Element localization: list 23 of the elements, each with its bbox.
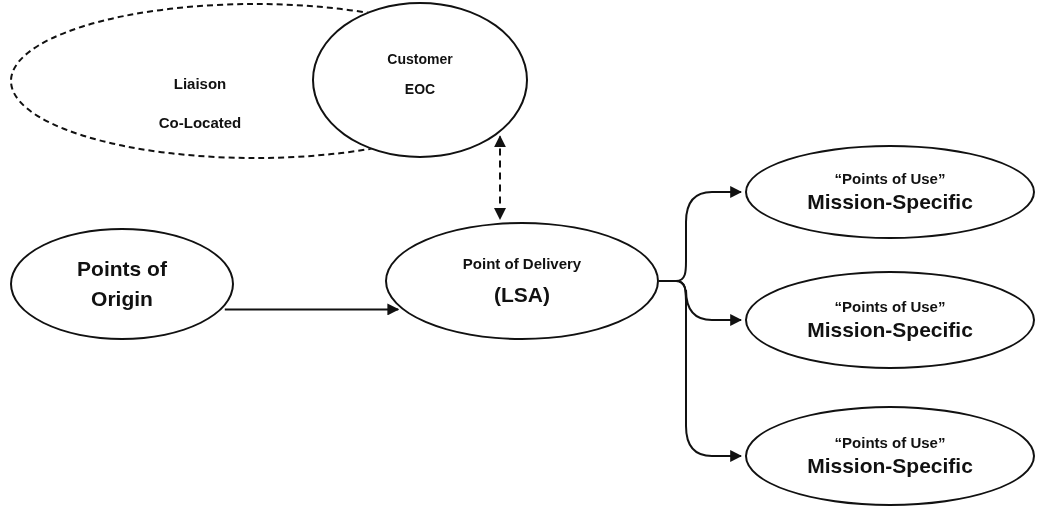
node-label: Point of Delivery xyxy=(462,255,582,273)
node-label: Mission-Specific xyxy=(807,189,973,214)
node-label: “Points of Use” xyxy=(834,170,946,188)
node-label: (LSA) xyxy=(494,282,550,307)
arrow xyxy=(494,135,506,220)
node-label: Co-Located xyxy=(158,114,242,132)
node-label: EOC xyxy=(404,81,436,98)
node-label: “Points of Use” xyxy=(834,434,946,452)
node-label: “Points of Use” xyxy=(834,298,946,316)
ellipse xyxy=(10,228,234,340)
arrow xyxy=(223,303,400,316)
ellipse xyxy=(385,222,659,340)
arrow xyxy=(658,280,743,462)
node-label: Origin xyxy=(91,287,153,312)
ellipse xyxy=(745,145,1035,239)
ellipse xyxy=(312,2,528,158)
node-label: Mission-Specific xyxy=(807,453,973,478)
node-label: Liaison xyxy=(173,74,227,92)
node-label: Mission-Specific xyxy=(807,317,973,342)
node-label: Customer xyxy=(387,50,453,67)
node-label: Points of xyxy=(77,256,167,281)
ellipse xyxy=(745,271,1035,369)
ellipse xyxy=(745,406,1035,506)
